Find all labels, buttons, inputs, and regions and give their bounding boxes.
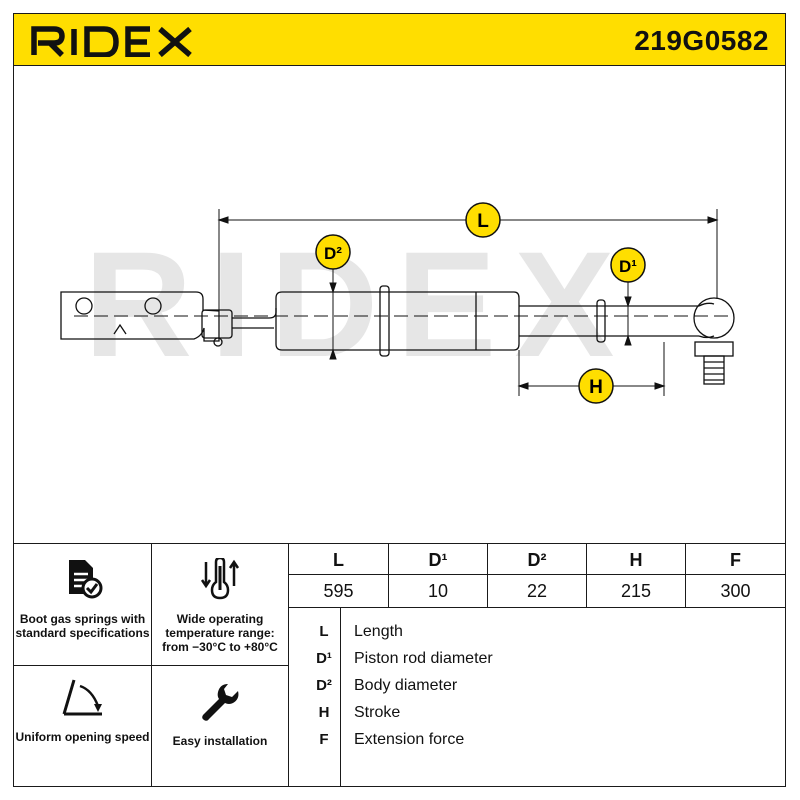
dim-D1 [624, 282, 632, 346]
spec-header-L: L [333, 550, 344, 570]
feature-standard-specs: Boot gas springs with standard specifica… [14, 558, 151, 640]
label-D2: D² [324, 244, 342, 263]
divider [289, 607, 786, 608]
left-bracket [60, 291, 220, 342]
feature-label: Easy installation [172, 734, 268, 748]
feature-temperature: Wide operating temperature range: from −… [152, 558, 288, 654]
wrench-icon [202, 684, 239, 721]
spec-header-F: F [730, 550, 741, 570]
opening-angle-icon [62, 679, 102, 716]
legend-key: F [319, 731, 329, 748]
divider [289, 574, 786, 575]
document-check-icon [68, 560, 102, 599]
legend-desc: Length [354, 623, 403, 640]
feature-label: Wide operating temperature range: from −… [162, 612, 278, 654]
legend-key: L [319, 623, 329, 640]
ball-joint [693, 297, 735, 339]
spec-value-D1: 10 [427, 581, 449, 601]
legend-desc: Body diameter [354, 677, 458, 694]
spring-outline [60, 285, 735, 385]
spec-value-F: 300 [720, 581, 751, 601]
legend-key: D² [316, 677, 332, 694]
label-D1: D¹ [619, 257, 637, 276]
label-L: L [477, 211, 489, 232]
divider [586, 544, 587, 608]
divider [685, 544, 686, 608]
spec-value-L: 595 [323, 581, 354, 601]
piston-rod [519, 305, 699, 337]
legend-key: D¹ [316, 650, 332, 667]
spring-body [275, 291, 520, 351]
spec-header-D2: D² [527, 550, 547, 570]
spec-header-D1: D¹ [428, 550, 448, 570]
legend-desc: Stroke [354, 704, 401, 721]
spec-value-H: 215 [620, 581, 652, 601]
divider [340, 608, 341, 786]
feature-easy-install: Easy installation [152, 680, 288, 748]
divider [388, 544, 389, 608]
threaded-stud [703, 355, 725, 385]
watermark: RIDEX [84, 220, 632, 388]
feature-label: Uniform opening speed [15, 730, 150, 744]
part-number: 219G0582 [634, 25, 769, 56]
header-bar: 219G0582 [13, 13, 786, 66]
ridex-logo [31, 26, 192, 57]
diagram-area: RIDEX [13, 66, 786, 543]
bracket-hole-left [75, 297, 93, 315]
spec-value-D2: 22 [526, 581, 548, 601]
feature-opening-speed: Uniform opening speed [14, 676, 151, 744]
legend-desc: Piston rod diameter [354, 650, 493, 667]
spec-header-H: H [629, 550, 643, 570]
divider [14, 665, 289, 666]
gas-spring-drawing: RIDEX [60, 202, 735, 404]
bracket-hole-right [144, 297, 162, 315]
legend-key: H [318, 704, 330, 721]
thermometer-arrows-icon [200, 558, 240, 600]
legend-desc: Extension force [354, 731, 465, 748]
dim-D2 [329, 269, 337, 360]
label-H: H [589, 377, 603, 398]
feature-label: Boot gas springs with standard specifica… [15, 612, 150, 640]
info-section: Boot gas springs with standard specifica… [13, 543, 786, 787]
divider [487, 544, 488, 608]
